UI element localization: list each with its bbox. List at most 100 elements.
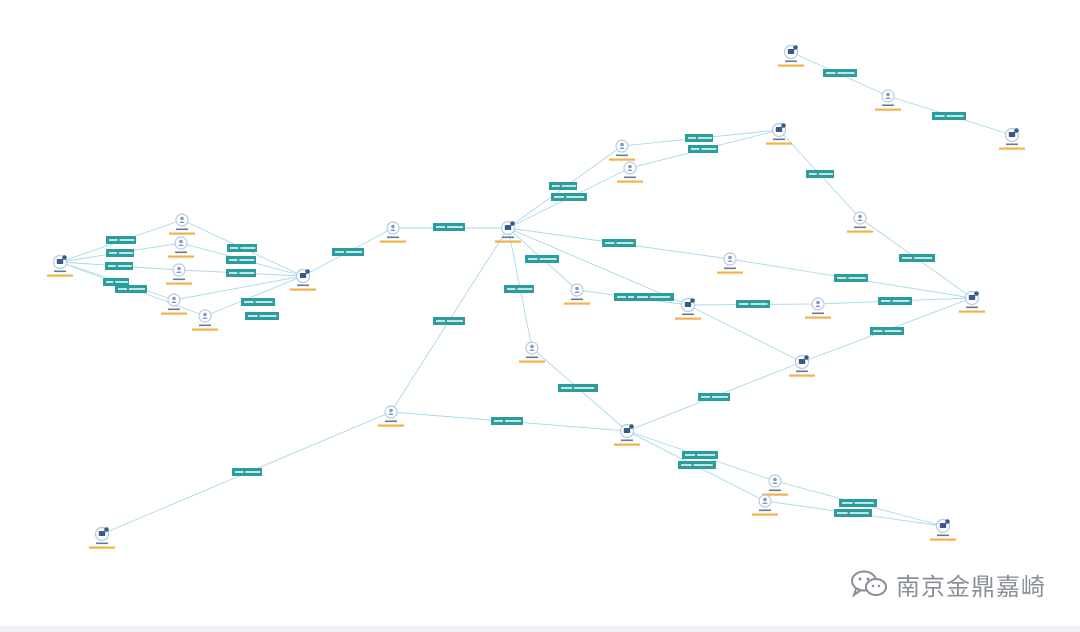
edge-label[interactable]	[103, 278, 129, 286]
person-node[interactable]	[847, 211, 873, 233]
node-caption	[882, 104, 894, 107]
edge-label[interactable]	[433, 317, 465, 325]
edge-label[interactable]	[698, 393, 730, 401]
edge-label[interactable]	[685, 134, 713, 142]
company-node[interactable]	[675, 297, 701, 320]
edge-label[interactable]	[682, 451, 718, 459]
edge-label[interactable]	[525, 255, 559, 263]
company-node[interactable]	[999, 127, 1025, 150]
edge-label-glyphs	[561, 387, 595, 389]
building-icon	[1008, 132, 1016, 137]
edge-label[interactable]	[106, 236, 136, 244]
edge-label[interactable]	[688, 145, 718, 153]
edge-label[interactable]	[634, 293, 674, 301]
node-tag	[959, 310, 985, 313]
company-node[interactable]	[778, 44, 804, 67]
edge-label[interactable]	[602, 239, 636, 247]
edge-label[interactable]	[491, 417, 523, 425]
company-node[interactable]	[789, 354, 815, 377]
node-caption	[385, 420, 397, 423]
edge-label[interactable]	[834, 509, 872, 517]
company-node[interactable]	[614, 423, 640, 446]
edge-label[interactable]	[736, 300, 770, 308]
person-node[interactable]	[192, 309, 218, 331]
edge-layer	[59, 51, 1013, 535]
edge-label[interactable]	[899, 254, 935, 262]
company-node[interactable]	[766, 122, 792, 145]
edge-label[interactable]	[227, 244, 257, 252]
building-icon	[775, 127, 783, 132]
building-icon	[299, 273, 307, 278]
company-node[interactable]	[47, 254, 73, 277]
person-node[interactable]	[752, 494, 778, 516]
person-node[interactable]	[762, 474, 788, 496]
node-tag	[752, 513, 778, 516]
edge-label[interactable]	[226, 256, 256, 264]
edge-label[interactable]	[878, 297, 912, 305]
edge-label[interactable]	[245, 312, 279, 320]
status-dot	[793, 45, 798, 50]
edge-label-glyphs	[739, 303, 768, 305]
edge-label[interactable]	[105, 262, 133, 270]
edge-label-glyphs	[902, 257, 933, 259]
node-tag	[617, 180, 643, 183]
edge-label[interactable]	[551, 193, 587, 201]
node-tag	[999, 147, 1025, 150]
status-dot	[510, 221, 515, 226]
edge-label-glyphs	[637, 296, 671, 298]
node-caption	[724, 267, 736, 270]
person-node[interactable]	[717, 252, 743, 274]
person-node[interactable]	[378, 405, 404, 427]
edge-label[interactable]	[823, 69, 857, 77]
person-node[interactable]	[161, 293, 187, 315]
person-icon	[773, 477, 777, 482]
edge-label[interactable]	[932, 112, 966, 120]
person-icon	[180, 216, 184, 221]
company-node[interactable]	[89, 526, 115, 549]
person-node[interactable]	[609, 139, 635, 161]
person-node[interactable]	[380, 221, 406, 243]
person-node[interactable]	[805, 297, 831, 319]
edge-label[interactable]	[678, 461, 716, 469]
node-caption	[526, 356, 538, 359]
edge-label[interactable]	[226, 269, 256, 277]
edge-label[interactable]	[839, 499, 877, 507]
person-node[interactable]	[519, 341, 545, 363]
node-tag	[166, 282, 192, 285]
node-tag	[762, 493, 788, 496]
company-node[interactable]	[959, 290, 985, 313]
edge-label-glyphs	[244, 301, 273, 303]
person-node[interactable]	[166, 263, 192, 285]
company-node[interactable]	[930, 518, 956, 541]
person-node[interactable]	[875, 89, 901, 111]
bottom-strip	[0, 626, 1080, 632]
edge-label[interactable]	[549, 182, 577, 190]
node-caption	[387, 236, 399, 239]
edge-label[interactable]	[241, 298, 275, 306]
edge-label[interactable]	[232, 468, 262, 476]
person-node[interactable]	[617, 161, 643, 183]
edge-label[interactable]	[433, 223, 465, 231]
person-node[interactable]	[169, 213, 195, 235]
edge-label[interactable]	[332, 248, 364, 256]
company-node[interactable]	[495, 220, 521, 243]
person-node[interactable]	[564, 283, 590, 305]
node-tag	[495, 240, 521, 243]
node-tag	[614, 443, 640, 446]
person-icon	[391, 224, 395, 229]
edge-label[interactable]	[870, 327, 904, 335]
edge-label[interactable]	[115, 285, 147, 293]
edge-label-glyphs	[109, 239, 135, 241]
edge-label[interactable]	[806, 170, 834, 178]
person-node[interactable]	[168, 236, 194, 258]
node-caption	[759, 509, 771, 512]
edge-label-glyphs	[681, 464, 713, 466]
company-node[interactable]	[290, 268, 316, 291]
status-dot	[804, 355, 809, 360]
edge-label[interactable]	[834, 274, 868, 282]
node-tag	[789, 374, 815, 377]
edge-label[interactable]	[106, 249, 134, 257]
edge-label[interactable]	[504, 285, 534, 293]
edge-label[interactable]	[558, 384, 598, 392]
